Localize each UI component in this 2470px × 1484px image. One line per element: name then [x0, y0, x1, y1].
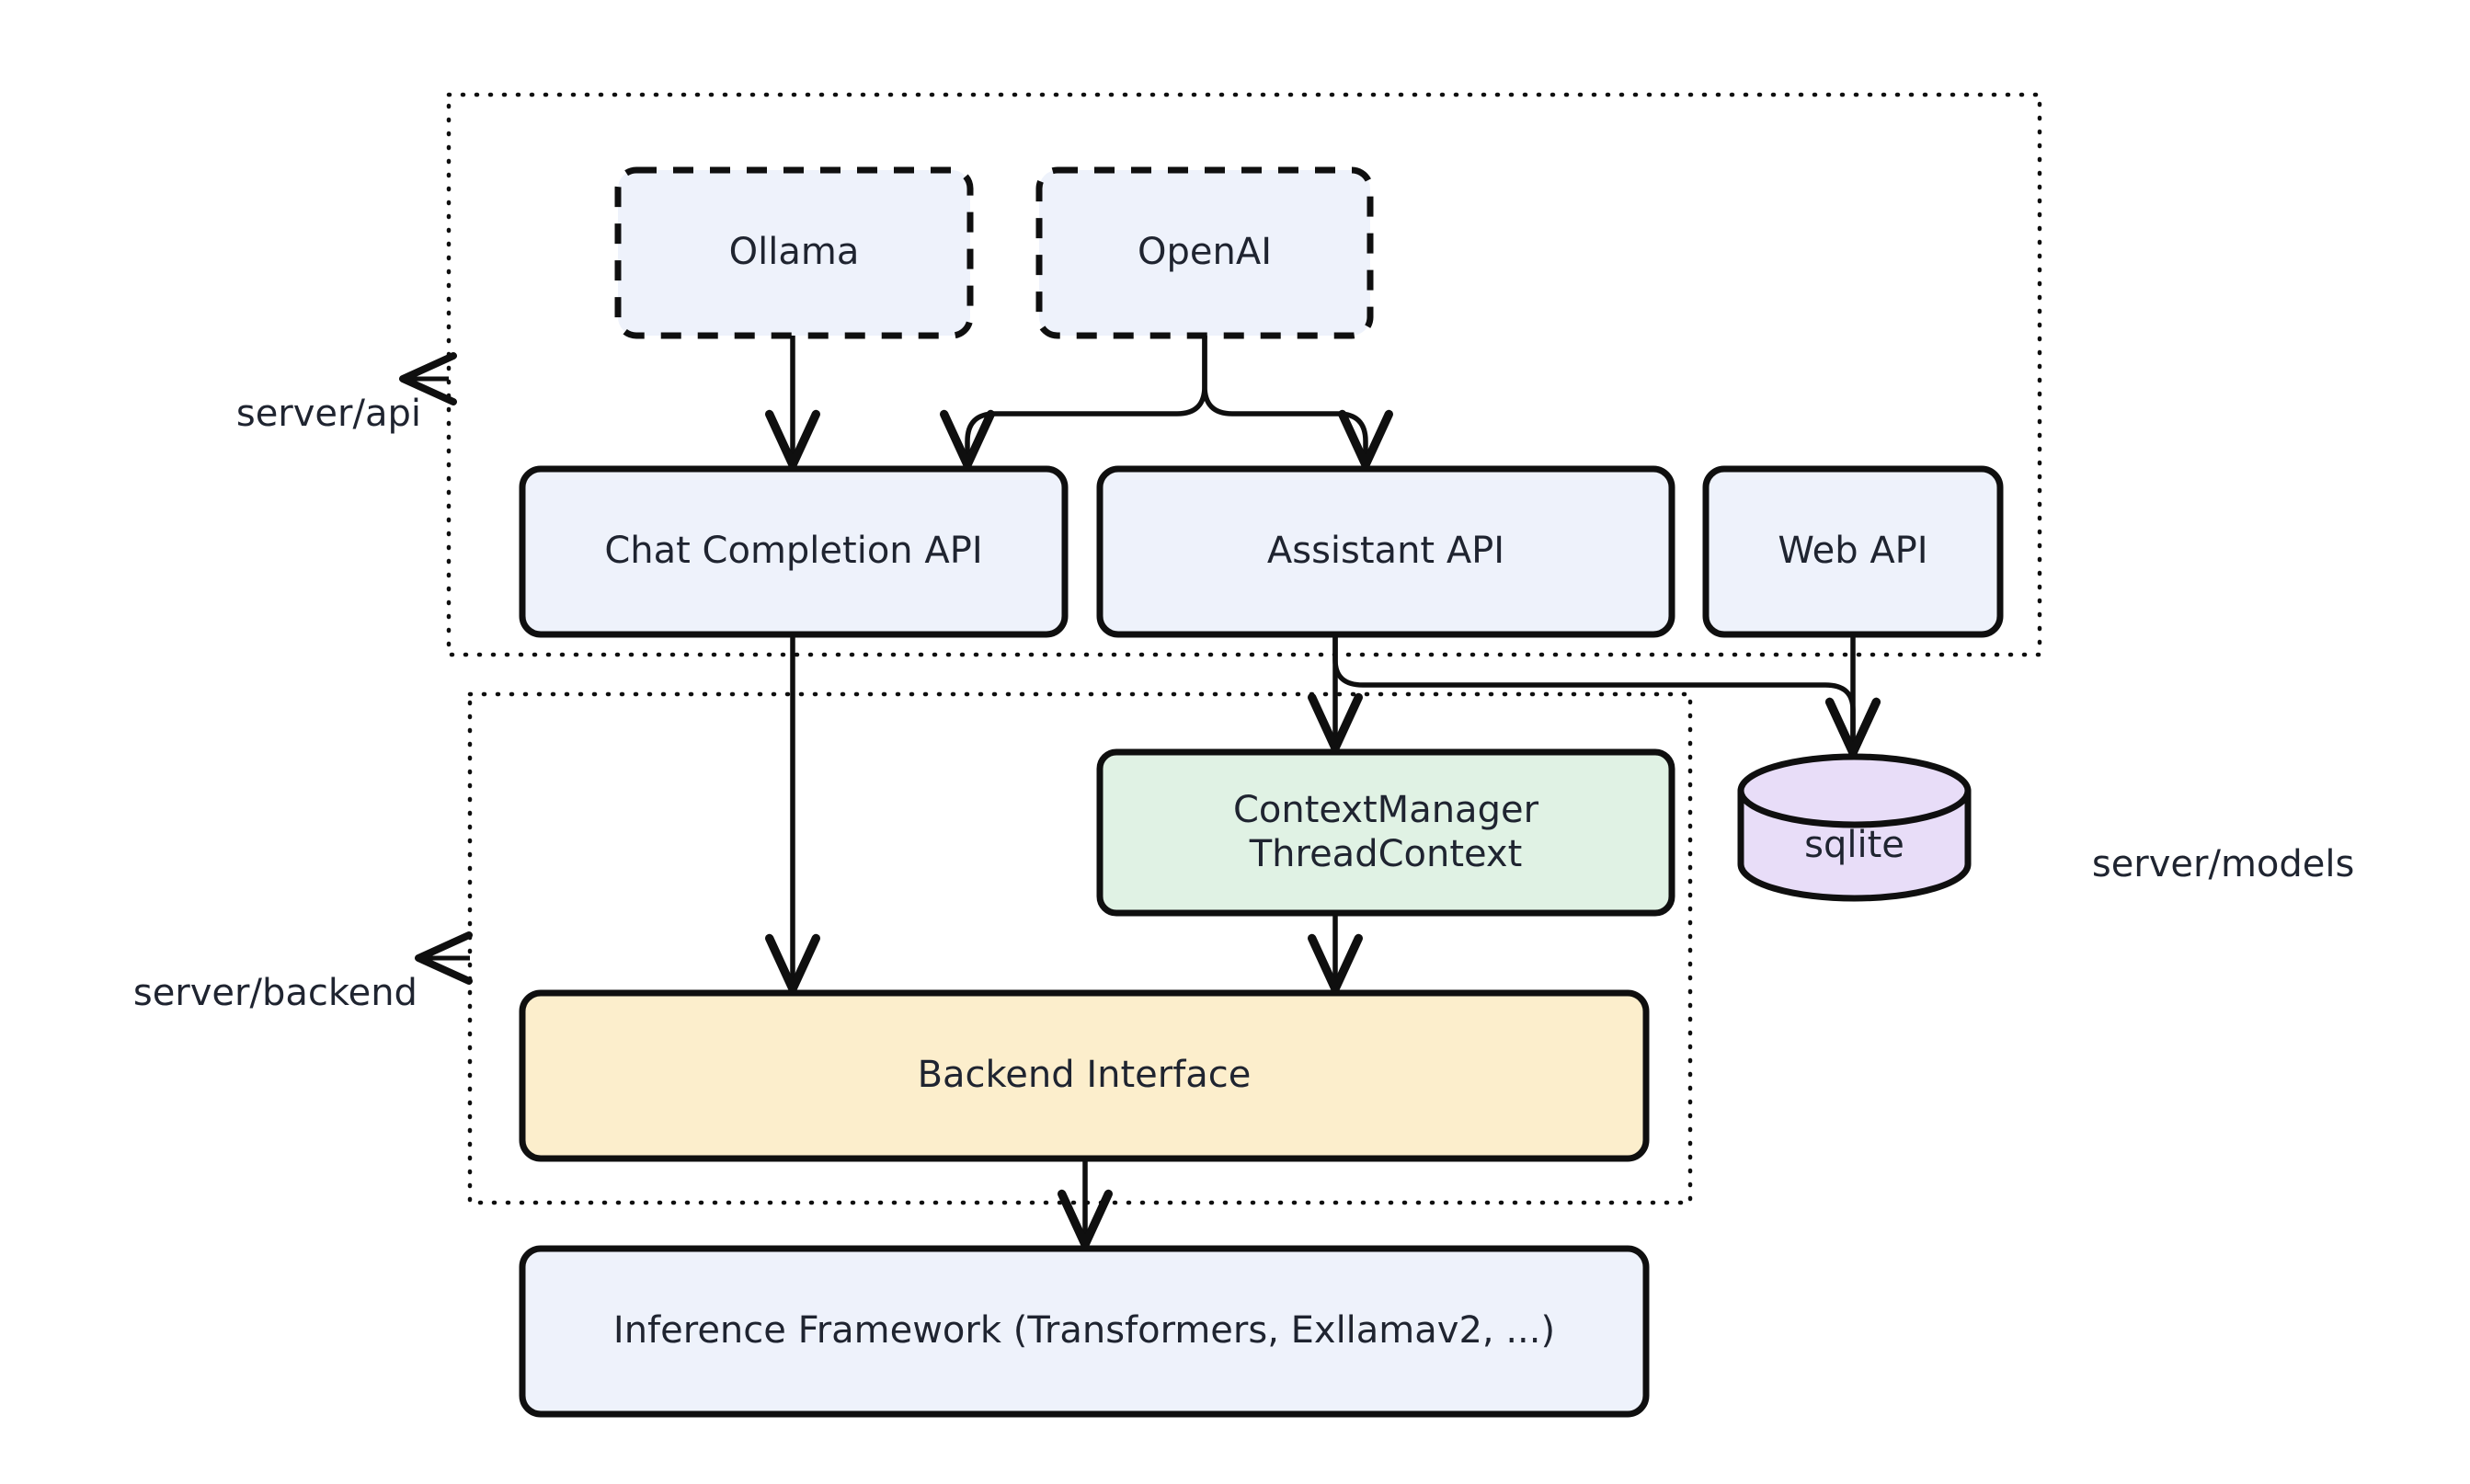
- node-chat-completion-api-shape[interactable]: [519, 465, 1069, 638]
- edge-openai-to-assistant: [1202, 336, 1393, 470]
- group-label-server-models-text: server/models: [2091, 843, 2355, 885]
- node-context-manager-shape[interactable]: [1096, 748, 1675, 917]
- node-openai-shape[interactable]: [1035, 166, 1374, 339]
- group-label-server-backend-text: server/backend: [132, 972, 417, 1014]
- group-label-server-backend: server/backend: [86, 938, 417, 1048]
- group-label-server-models: server/models: [2045, 809, 2355, 919]
- group-label-server-api-text: server/api: [235, 393, 421, 435]
- node-web-api-shape[interactable]: [1702, 465, 2004, 638]
- group-server-backend: [467, 691, 1693, 1205]
- node-assistant-api-shape[interactable]: [1096, 465, 1675, 638]
- node-inference-framework-shape[interactable]: [519, 1245, 1650, 1418]
- edge-assistant-to-sqlite: [1332, 634, 1881, 758]
- node-backend-interface-shape[interactable]: [519, 989, 1650, 1162]
- node-sqlite-shape[interactable]: [1737, 753, 1972, 902]
- group-label-server-api: server/api: [189, 359, 421, 469]
- edge-openai-to-chat-completion: [940, 336, 1207, 470]
- node-ollama-shape[interactable]: [614, 166, 974, 339]
